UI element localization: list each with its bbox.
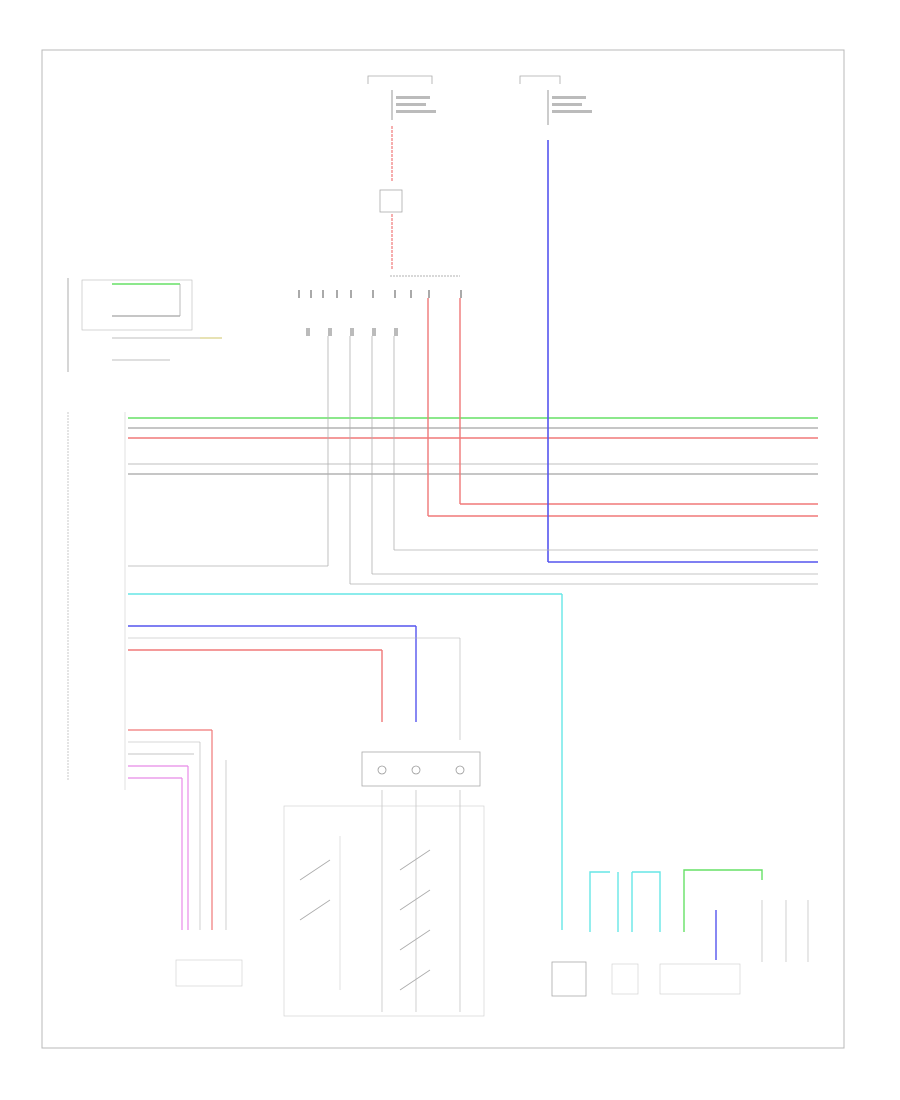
fuse-top-right: [519, 75, 592, 125]
bottom-component-4: [761, 900, 809, 962]
relay-top: [379, 189, 403, 213]
steering-pad-switch-2: [283, 805, 485, 1017]
junction-block: [298, 275, 462, 336]
connector-bottom-left: [128, 729, 243, 987]
radio-receiver: [67, 412, 126, 790]
bottom-component-2: [589, 871, 639, 995]
fuse-top-left: [367, 75, 436, 120]
spiral-cable: [361, 751, 481, 787]
steering-pad-switch: [67, 278, 222, 372]
diagram-border: [41, 49, 845, 1049]
bottom-component-1: [551, 961, 587, 997]
bottom-component-3: [632, 869, 763, 995]
wire-bus: [128, 417, 818, 475]
